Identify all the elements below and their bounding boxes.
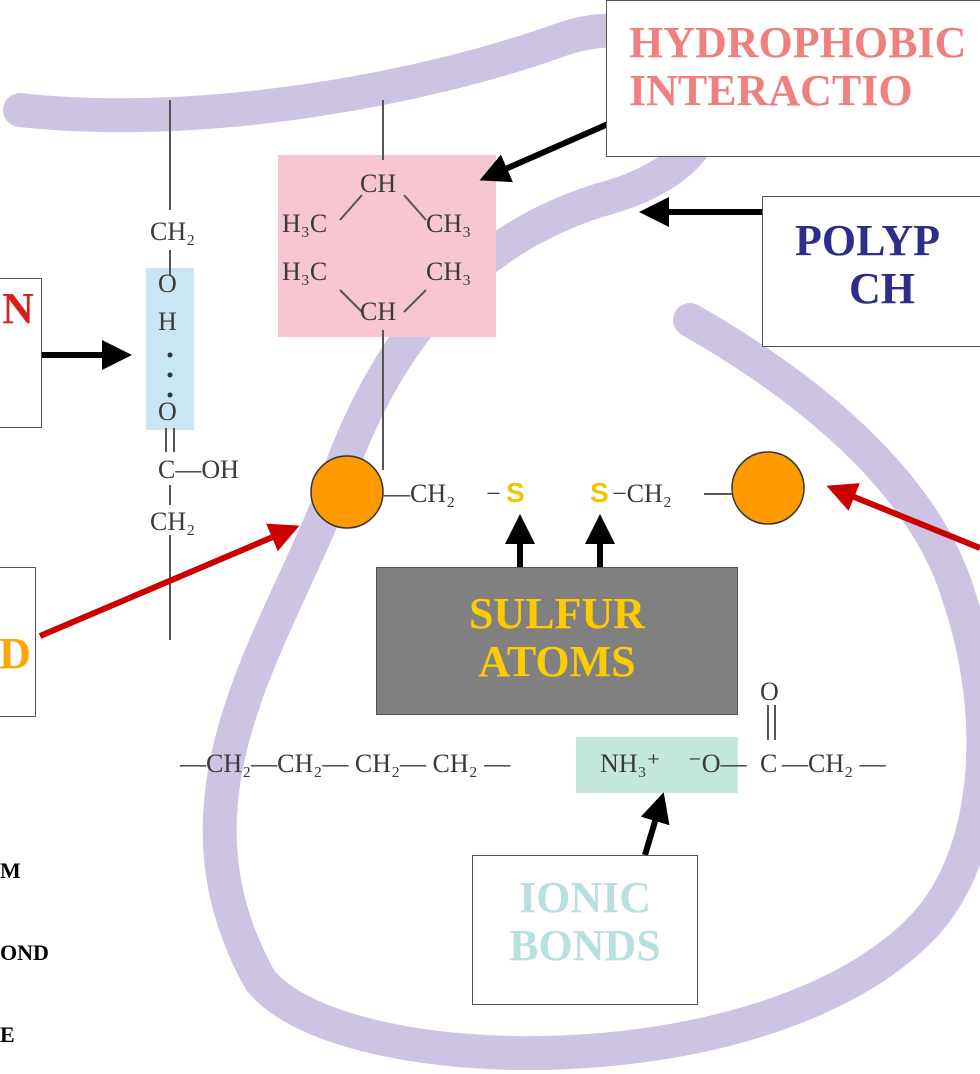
legend-item-3: E xyxy=(0,1022,15,1047)
ch-bottom: CH xyxy=(360,297,396,326)
side-chain-bonds xyxy=(169,100,776,740)
ch2-cys-left: —CH₂ xyxy=(383,479,455,508)
c-carboxyl: C xyxy=(760,749,777,778)
c-oh: C—OH xyxy=(158,455,239,484)
ch2-aspartate: CH₂ xyxy=(150,507,195,536)
hydrophobic-label-line2: INTERACTIO xyxy=(629,65,913,115)
cysteine-right-circle xyxy=(731,451,805,525)
polypeptide-label-line1: POLYP xyxy=(795,216,941,265)
hydrogen-bond-label-fragment: N xyxy=(2,284,34,333)
o-carbonyl: O xyxy=(158,397,177,426)
polypeptide-ribbon xyxy=(3,13,980,1071)
legend-item-2: OND xyxy=(0,940,49,965)
ch2-cys-right: −CH₂ xyxy=(612,479,672,508)
ch-top: CH xyxy=(360,169,396,198)
left-fragment-label-box: D xyxy=(0,567,36,717)
h3c-upper: H₃C xyxy=(282,209,327,238)
legend-item-1: M xyxy=(0,858,21,883)
left-fragment-label: D xyxy=(0,629,31,678)
lysine-chain: —CH₂—CH₂— CH₂— CH₂ — xyxy=(179,749,511,778)
cysteine-arrow-left xyxy=(38,523,300,639)
ch3-upper: CH₃ xyxy=(426,209,471,238)
hydrogen-bond-highlight xyxy=(146,268,194,430)
hydrophobic-label-box: HYDROPHOBIC INTERACTIO xyxy=(606,0,980,157)
hydrophobic-highlight xyxy=(278,155,496,337)
ch2-serine: CH₂ xyxy=(150,217,195,246)
nh3-plus: NH₃⁺ xyxy=(600,749,660,778)
ionic-bond-highlight xyxy=(576,737,738,793)
o-hydroxyl: O xyxy=(158,269,177,298)
sulfur-atom-left: S xyxy=(506,477,525,508)
ch3-lower: CH₃ xyxy=(426,257,471,286)
ionic-label-line1: IONIC xyxy=(518,873,652,922)
o-double: O xyxy=(760,677,779,706)
h3c-lower: H₃C xyxy=(282,257,327,286)
o-minus: ⁻O— xyxy=(688,749,748,778)
sulfur-label-line2: ATOMS xyxy=(478,636,636,686)
ionic-bonds-label-box: IONIC BONDS xyxy=(472,855,698,1005)
sulfur-label-line1: SULFUR xyxy=(468,589,646,638)
h-hydroxyl: H xyxy=(158,307,177,336)
cysteine-arrow-right xyxy=(826,483,980,551)
cysteine-left-circle xyxy=(310,455,384,529)
sulfur-atom-right: S xyxy=(590,477,609,508)
ionic-arrow xyxy=(640,792,670,856)
ch2-glutamate: —CH₂ — xyxy=(781,749,887,778)
sulfur-atoms-label-box: SULFUR ATOMS xyxy=(376,567,738,715)
ionic-label-line2: BONDS xyxy=(509,920,661,970)
polypeptide-label-line2: CH xyxy=(849,263,915,313)
hydrophobic-label-line1: HYDROPHOBIC xyxy=(629,18,967,67)
hydrogen-bond-label-box: N xyxy=(0,278,42,428)
dash-s-left: − xyxy=(486,479,501,508)
polypeptide-label-box: POLYP CH xyxy=(762,196,980,347)
